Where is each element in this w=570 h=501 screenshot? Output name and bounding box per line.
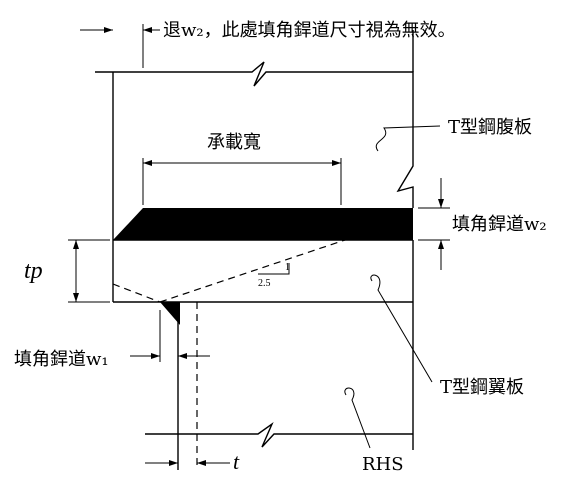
slope-rise-label: 1 [285, 262, 290, 273]
load-dispersion-lines [112, 239, 346, 303]
setback-note: 退w₂，此處填角銲道尺寸視為無效。 [163, 20, 456, 41]
rhs-label: RHS [362, 454, 404, 475]
t-web-outline [95, 30, 414, 240]
t-flange-plate [112, 239, 414, 450]
slope-run-label: 2.5 [258, 278, 271, 289]
rhs-wall [145, 302, 413, 470]
t-web-leader [375, 125, 441, 152]
t-label: t [233, 449, 240, 474]
t-web-label: T型鋼腹板 [448, 117, 532, 138]
tp-label: tp [24, 258, 43, 284]
fillet-weld-w1-label: 填角銲道w₁ [14, 349, 109, 370]
fillet-weld-w1-bead [160, 302, 180, 325]
rhs-leader [344, 387, 371, 449]
setback-dimension [80, 24, 160, 68]
bearing-width-dimension [142, 158, 342, 205]
tp-dimension [68, 239, 110, 303]
t-flange-label: T型鋼翼板 [440, 377, 524, 398]
fillet-weld-w2-bead [113, 208, 413, 240]
t-flange-leader [370, 274, 433, 383]
w1-dimension [130, 310, 210, 372]
w2-dimension [418, 178, 450, 270]
bearing-width-label: 承載寬 [207, 132, 261, 153]
fillet-weld-w2-label: 填角銲道w₂ [452, 214, 547, 235]
t-dimension [145, 460, 230, 466]
